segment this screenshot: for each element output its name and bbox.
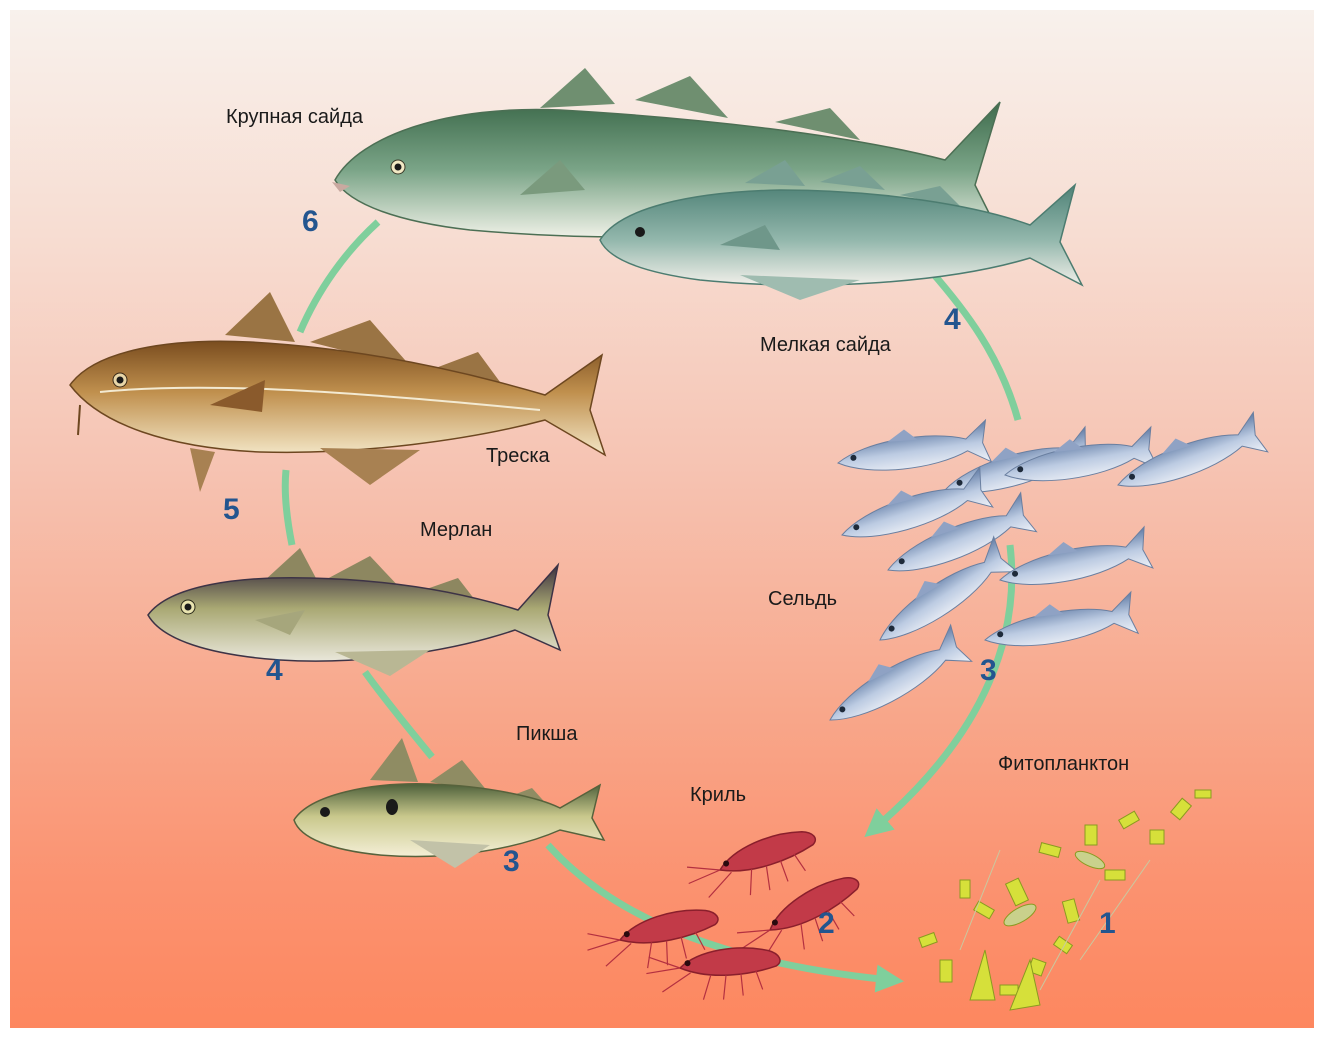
label-krill: Криль xyxy=(690,784,746,807)
level-number-phytoplankton: 1 xyxy=(1099,907,1116,941)
level-number-small-saithe: 4 xyxy=(944,303,961,337)
phytoplankton-illustration xyxy=(919,790,1211,1010)
label-whiting: Мерлан xyxy=(420,519,492,542)
haddock-illustration xyxy=(294,738,604,868)
level-number-haddock: 3 xyxy=(503,845,520,879)
label-cod: Треска xyxy=(486,445,550,468)
level-number-whiting: 4 xyxy=(266,654,283,688)
herring-school-illustration xyxy=(818,410,1268,737)
label-phytoplankton: Фитопланктон xyxy=(998,753,1129,776)
label-herring: Сельдь xyxy=(768,588,837,611)
label-large-saithe: Крупная сайда xyxy=(226,106,363,129)
label-small-saithe: Мелкая сайда xyxy=(760,334,891,357)
arrow-whiting-to-cod xyxy=(285,470,292,545)
level-number-large-saithe: 6 xyxy=(302,205,319,239)
level-number-cod: 5 xyxy=(223,493,240,527)
level-number-herring: 3 xyxy=(980,654,997,688)
level-number-krill: 2 xyxy=(818,907,835,941)
label-haddock: Пикша xyxy=(516,723,577,746)
whiting-illustration xyxy=(148,548,560,676)
arrow-small-saithe-to-herring xyxy=(930,270,1018,420)
